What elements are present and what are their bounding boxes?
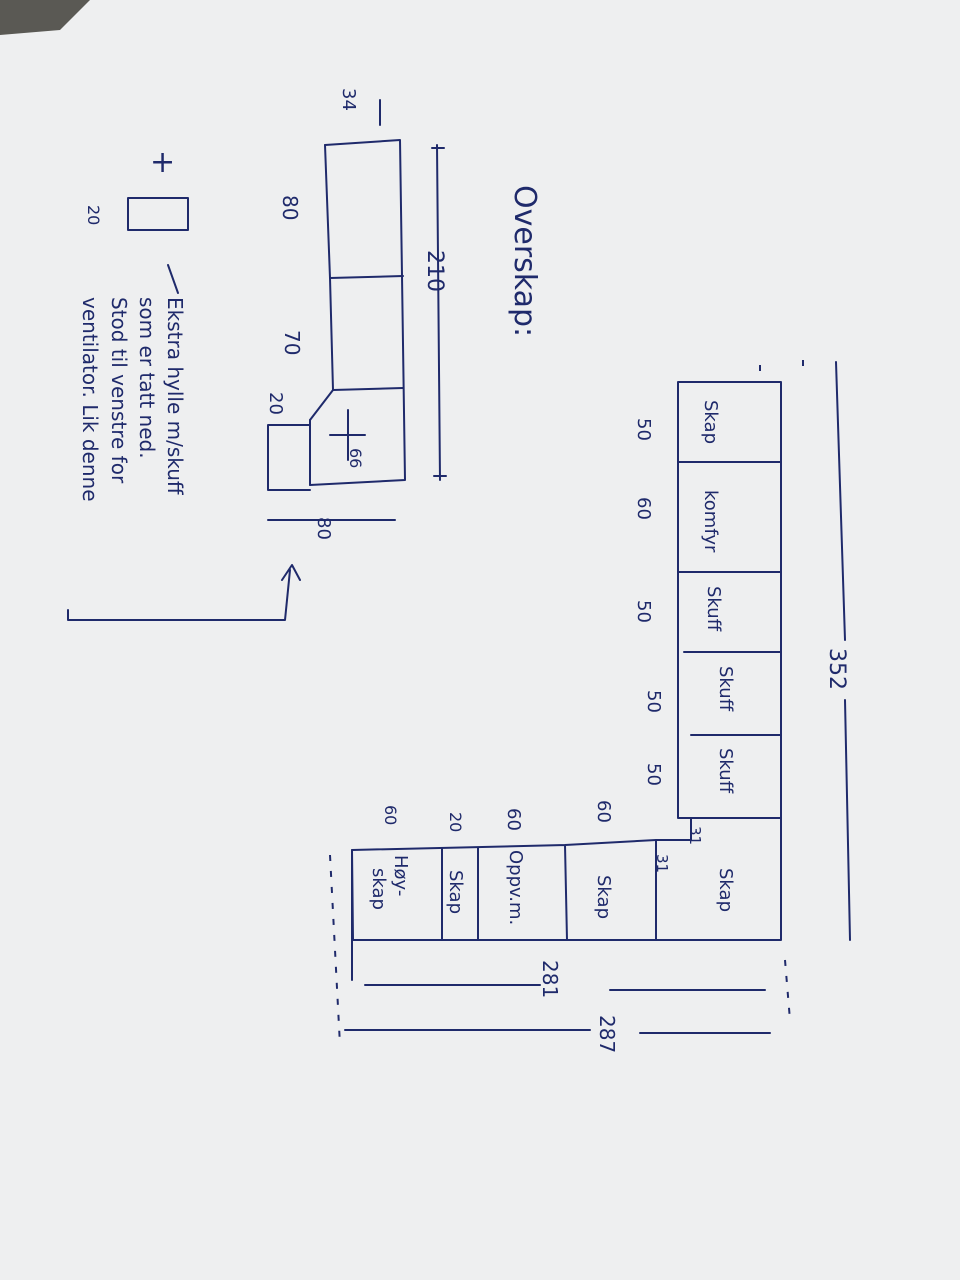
extra-shelf-note: + 20 Ekstra hylle m/skuff som er tatt ne… (67, 145, 301, 621)
base-total-352: 352 (824, 648, 849, 690)
extra-shelf-box (127, 197, 189, 231)
note-plus: + (150, 145, 175, 180)
side-cell-1-width: 60 (593, 800, 614, 823)
corner-cabinet-label: Skap (715, 868, 736, 912)
top-dim-34: 34 (338, 88, 359, 111)
side-cell-1-label: Skap (593, 875, 614, 919)
note-size-20: 20 (84, 205, 103, 225)
top-dim-80-left: 80 (278, 195, 302, 220)
side-cell-4-label-line2: skap (368, 868, 389, 910)
side-cell-3-label: Skap (445, 870, 466, 914)
top-dim-210: 210 (422, 250, 447, 292)
note-line-1: Ekstra hylle m/skuff (163, 297, 187, 496)
base-cell-5-width: 50 (643, 763, 664, 786)
side-cell-4-width: 60 (381, 805, 400, 825)
base-run-drawing: Skap komfyr Skuff Skuff Skuff Skap 50 60… (633, 360, 851, 941)
top-dim-70: 70 (280, 330, 304, 355)
base-cell-3-width: 50 (633, 600, 654, 623)
side-run-drawing: Skap Oppv.m. Skap Høy- skap 60 60 20 60 … (329, 800, 791, 1053)
top-dim-66: 66 (346, 448, 365, 468)
corner-dim-a: 31 (686, 826, 704, 845)
side-cell-2-width: 60 (503, 808, 524, 831)
note-pointer-arrow (67, 564, 301, 621)
corner-cabinet-outline (655, 817, 782, 941)
base-cell-4-label: Skuff (715, 666, 736, 712)
base-cell-3-label: Skuff (703, 586, 724, 632)
base-cell-1-label: Skap (700, 400, 721, 444)
top-cabinets-heading: Overskap: (507, 185, 542, 337)
side-total-281: 281 (538, 960, 562, 998)
corner-dim-b: 31 (653, 854, 671, 873)
base-cell-2-width: 60 (633, 497, 654, 520)
base-cell-1-width: 50 (633, 418, 654, 441)
side-total-287: 287 (595, 1015, 619, 1053)
side-cell-2-label: Oppv.m. (505, 850, 526, 925)
top-dim-80-right: 80 (313, 517, 334, 540)
note-line-4: ventilator. Lik denne (78, 297, 102, 502)
base-cell-2-label: komfyr (700, 490, 721, 553)
side-cell-3-width: 20 (446, 812, 465, 832)
base-cell-4-width: 50 (643, 690, 664, 713)
note-line-2: som er tatt ned. (135, 297, 159, 459)
note-line-3: Stod til venstre for (107, 297, 131, 484)
table-corner (0, 0, 90, 35)
side-cell-4-label-line1: Høy- (390, 855, 411, 896)
top-cabinets-drawing: Overskap: 210 34 80 70 20 66 80 (265, 88, 542, 540)
base-run-outline (677, 381, 782, 819)
base-cell-5-label: Skuff (715, 748, 736, 794)
top-dim-20: 20 (265, 392, 286, 415)
